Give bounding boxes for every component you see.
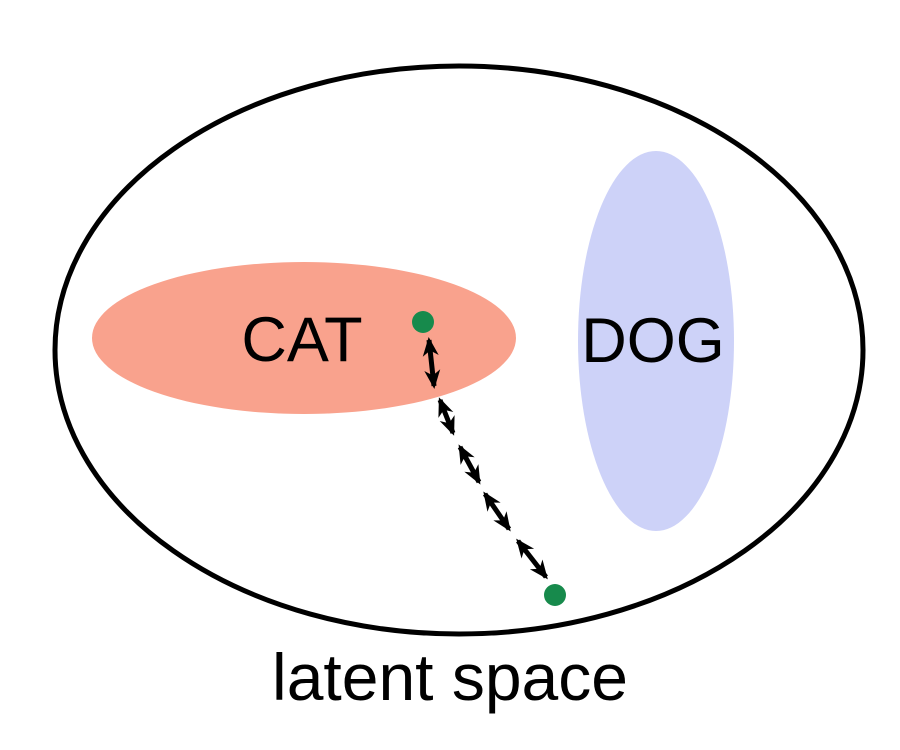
cat-label: CAT bbox=[241, 305, 362, 375]
dog-region bbox=[578, 151, 734, 531]
double-arrow bbox=[482, 491, 512, 532]
cat-region bbox=[92, 262, 516, 414]
latent-space-boundary bbox=[52, 63, 866, 637]
dog-label: DOG bbox=[581, 306, 725, 376]
sample-point-outside bbox=[544, 584, 566, 606]
double-arrow bbox=[457, 444, 482, 485]
distance-arrow-chain bbox=[422, 337, 548, 580]
double-arrow bbox=[516, 538, 548, 580]
double-arrow bbox=[437, 397, 456, 436]
diagram-caption: latent space bbox=[272, 640, 628, 714]
double-arrow bbox=[422, 337, 441, 389]
sample-point-cat bbox=[412, 311, 434, 333]
